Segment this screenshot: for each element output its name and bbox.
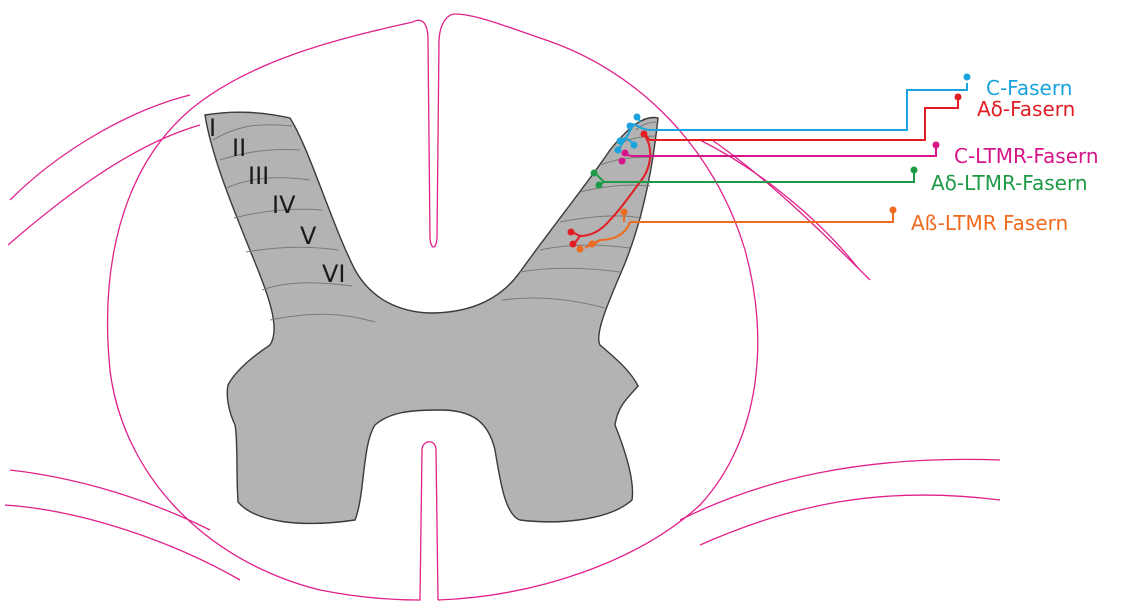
fiber-a-beta-ltmr-root-knob <box>890 207 897 214</box>
left-lateral-line-a <box>8 125 200 245</box>
fiber-c <box>615 74 971 154</box>
lamina-label-i: I <box>209 114 216 142</box>
lamina-label-iii: III <box>248 162 269 190</box>
fiber-c-terminal <box>631 142 638 149</box>
dorsal-median-septum <box>413 14 455 247</box>
fiber-a-delta-ltmr-terminal <box>596 182 603 189</box>
fiber-labels: C-Fasern Aδ-Fasern C-LTMR-Fasern Aδ-LTMR… <box>911 76 1099 235</box>
fiber-c-ltmr <box>619 142 940 165</box>
fiber-a-delta-terminal <box>641 131 648 138</box>
fiber-label-c-ltmr: C-LTMR-Fasern <box>954 144 1099 168</box>
fiber-c-ltmr-terminal <box>619 158 626 165</box>
lamina-label-iv: IV <box>272 191 296 219</box>
fiber-a-delta-root-knob <box>955 94 962 101</box>
fiber-c-path <box>634 83 967 130</box>
right-dorsal-root-line-b <box>712 140 870 280</box>
fiber-a-delta-ltmr-terminal <box>591 170 598 177</box>
gray-matter <box>205 112 658 523</box>
fiber-c-terminal <box>615 147 622 154</box>
fiber-label-a-beta-ltmr: Aß-LTMR Fasern <box>911 211 1068 235</box>
fiber-c-terminal <box>627 123 634 130</box>
fiber-a-delta-terminal <box>570 241 577 248</box>
right-dorsal-root-line <box>700 140 858 268</box>
fiber-c-terminal <box>617 138 624 145</box>
fiber-a-beta-ltmr-terminal <box>577 246 584 253</box>
left-ventral-line-b <box>5 505 240 580</box>
fiber-a-beta-ltmr-path <box>630 210 893 222</box>
left-ventral-line-a <box>10 470 210 530</box>
fiber-label-a-delta-ltmr: Aδ-LTMR-Fasern <box>931 171 1088 195</box>
fiber-a-delta-path <box>644 100 958 140</box>
fiber-c-ltmr-terminal <box>622 150 629 157</box>
right-ventral-line-a <box>680 459 1000 520</box>
fiber-label-a-delta: Aδ-Fasern <box>977 97 1075 121</box>
fiber-a-beta-ltmr-terminal <box>589 241 596 248</box>
lamina-label-vi: VI <box>322 260 346 288</box>
right-ventral-line-b <box>700 495 1000 545</box>
fiber-a-delta-ltmr-root-knob <box>911 167 918 174</box>
left-dorsal-root-line <box>10 95 190 200</box>
fiber-a-beta-ltmr-terminal <box>621 209 628 216</box>
fiber-c-ltmr-root-knob <box>933 142 940 149</box>
lamina-label-v: V <box>300 222 317 250</box>
fiber-a-delta-terminal <box>568 229 575 236</box>
fiber-c-terminal <box>634 114 641 121</box>
lamina-label-ii: II <box>232 134 246 162</box>
fiber-c-root-knob <box>964 74 971 81</box>
fiber-c-ltmr-path <box>624 146 936 156</box>
